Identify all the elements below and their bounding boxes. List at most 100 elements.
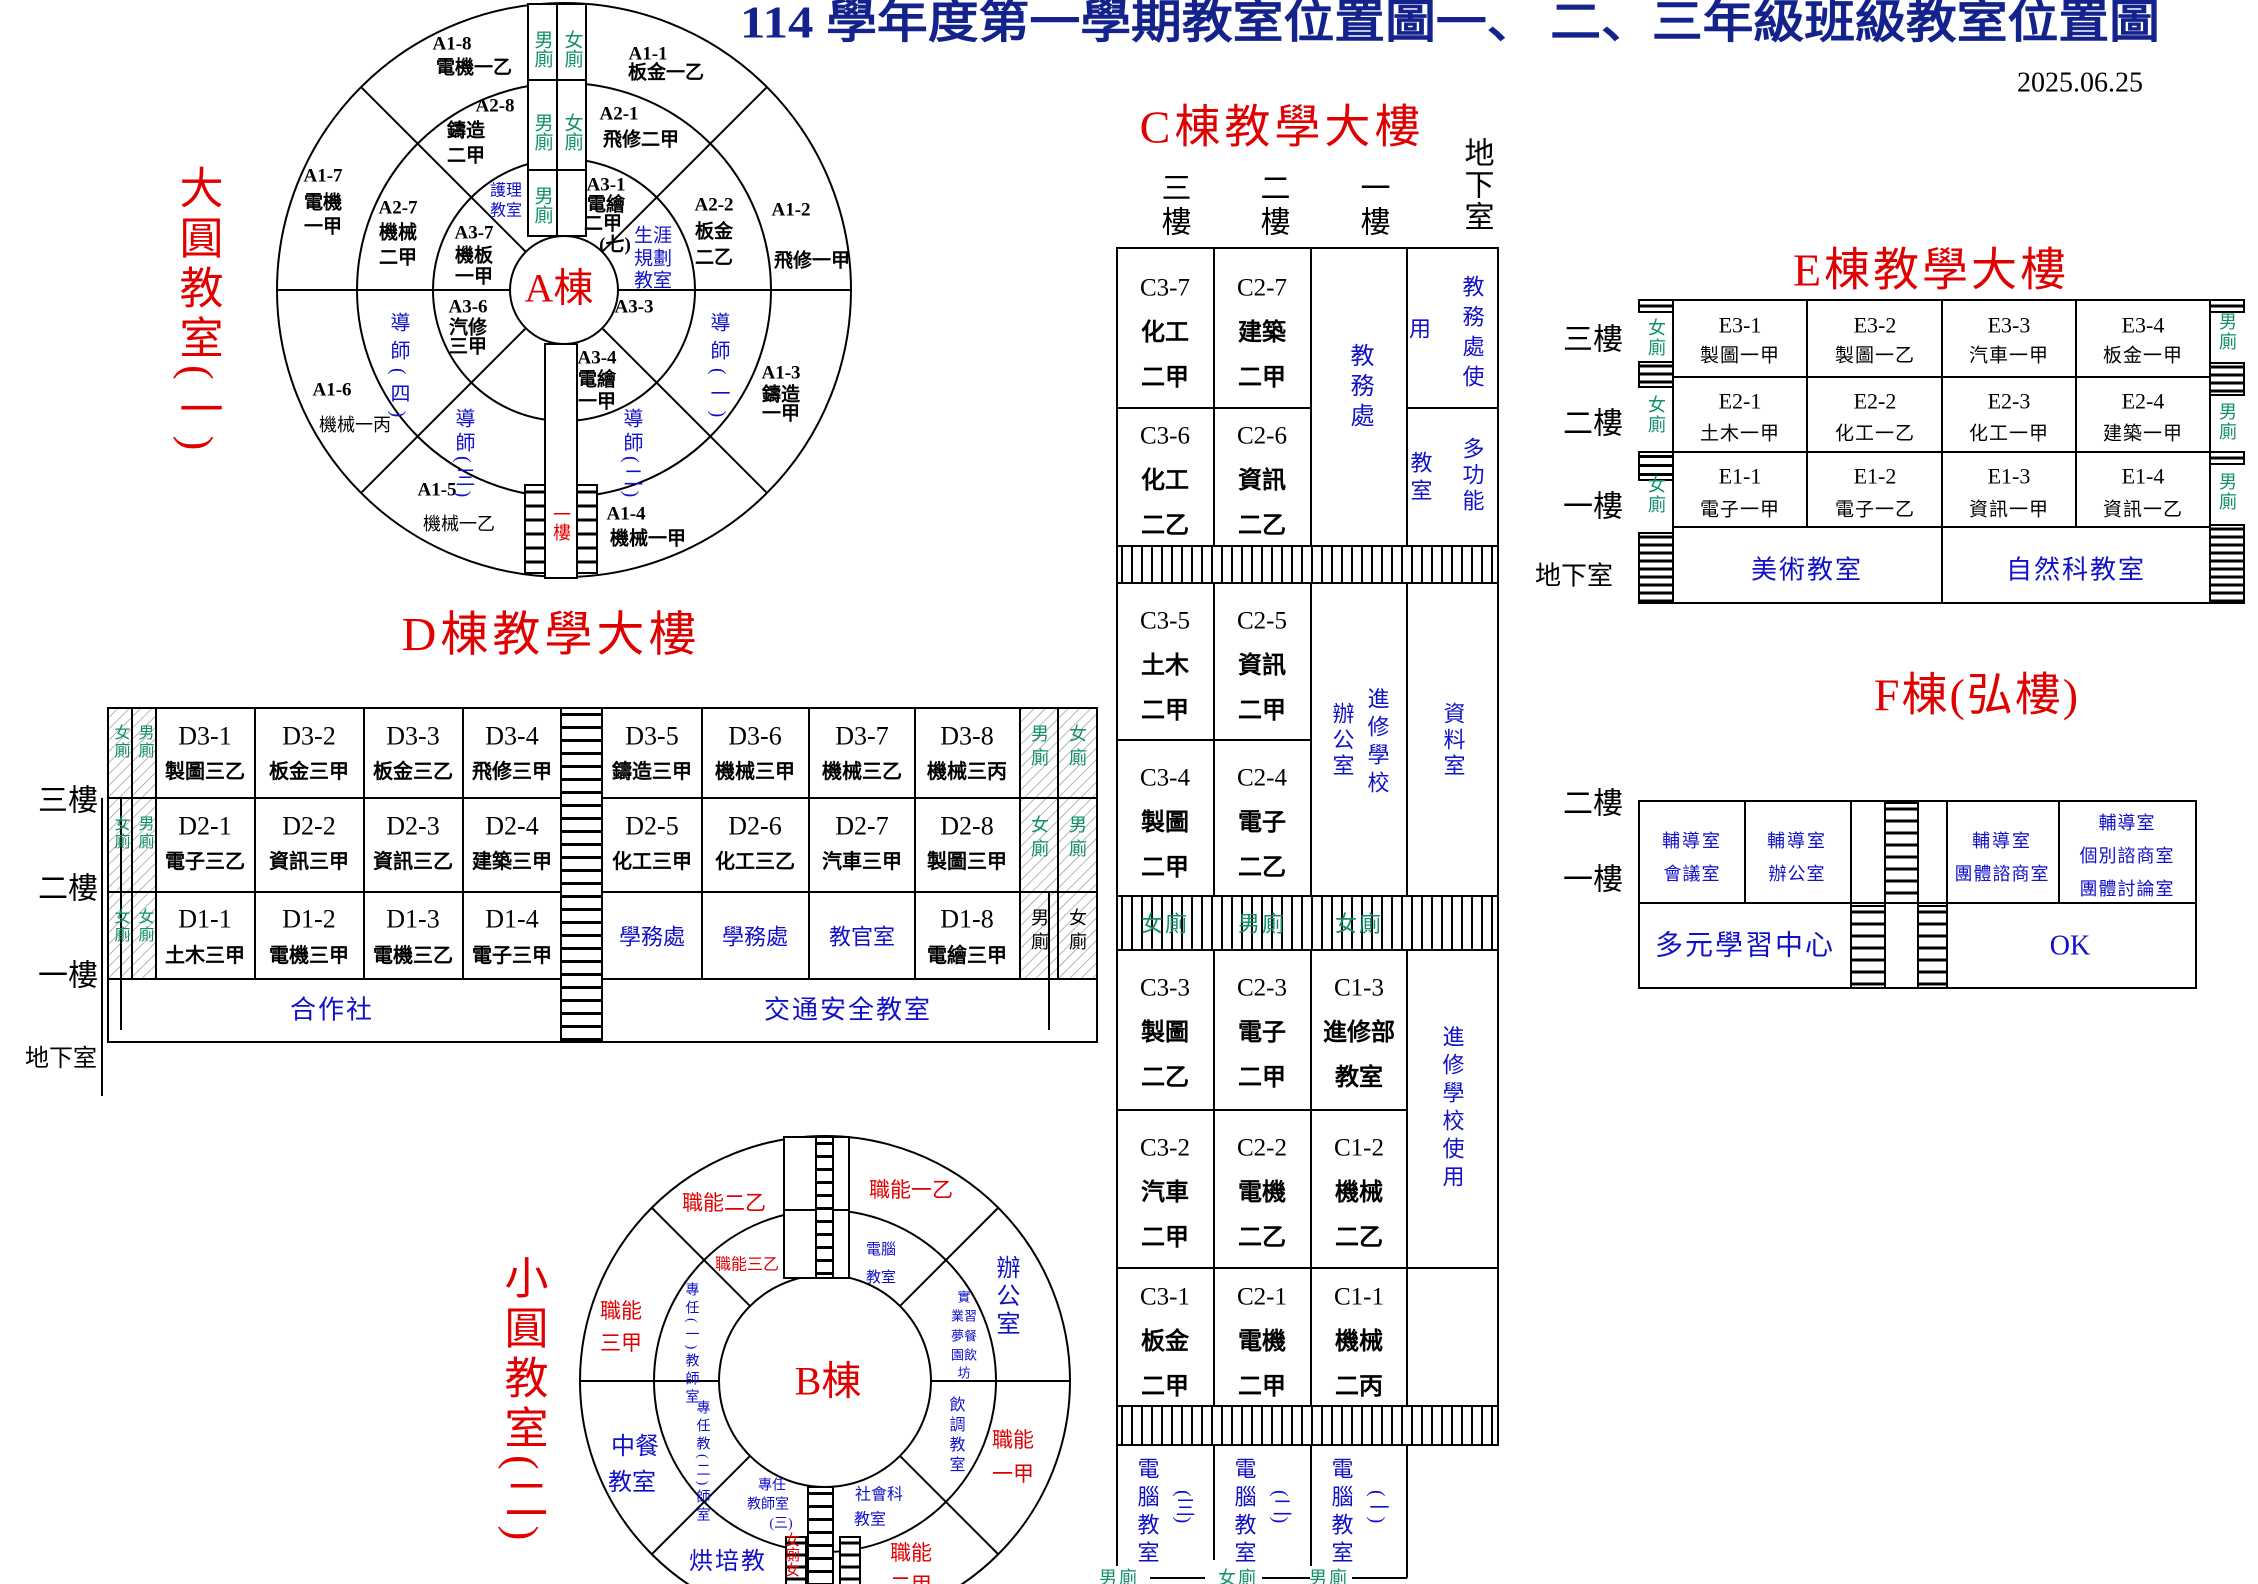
- b-admin-office: 辦公室: [992, 1255, 1020, 1339]
- b-practice-restaurant: 園飲: [951, 1348, 977, 1363]
- c-data-room: 資料室: [1441, 702, 1466, 780]
- c-floor-label: 二樓: [1256, 172, 1291, 240]
- a-room-code: A3-6: [448, 297, 487, 318]
- c-floor-label: 一樓: [1356, 172, 1391, 240]
- d-floor-label: 一樓: [38, 960, 98, 993]
- d-room-class: 板金三甲: [269, 759, 349, 783]
- f-floor-label: 一樓: [1563, 864, 1623, 897]
- c-room-code: C3-2: [1140, 1135, 1190, 1162]
- b-practice-restaurant: 坊: [957, 1366, 970, 1381]
- e-room-code: E3-4: [2122, 313, 2165, 338]
- f-counseling-room: 輔導室: [1662, 831, 1722, 851]
- f-counseling-room: 輔導室: [2099, 813, 2156, 833]
- d-restroom: 男廁: [136, 815, 155, 851]
- c-room-class: 二乙: [1238, 513, 1286, 539]
- d-room-class: 飛修三甲: [472, 759, 552, 783]
- a-restroom: 男廁: [532, 30, 554, 69]
- c-room-code: C2-6: [1237, 423, 1287, 450]
- e-room-code: E1-1: [1719, 464, 1762, 489]
- d-room-class: 製圖三甲: [927, 849, 1007, 873]
- c-room-code: C2-3: [1237, 975, 1287, 1002]
- a-career-room: 教室: [634, 270, 672, 292]
- wall-line: [601, 327, 768, 494]
- a-room-class: 機械一乙: [423, 514, 495, 534]
- a-room-class: 機械一甲: [610, 527, 686, 550]
- e-restroom: 男廁: [2217, 312, 2237, 352]
- c-room-class: 電機: [1238, 1179, 1286, 1206]
- a-building-name: A棟: [525, 266, 594, 311]
- d-room-code: D2-4: [485, 812, 538, 841]
- b-teacher-office-1: 專任(一)教師室: [684, 1282, 700, 1407]
- e-room-code: E2-3: [1988, 389, 2031, 414]
- e-room-class: 板金一甲: [2103, 345, 2183, 367]
- b-computer-room: 電腦: [866, 1241, 896, 1258]
- a-room-class: 二乙: [695, 248, 733, 269]
- d-room-class: 電子三乙: [165, 850, 245, 873]
- c-room-class: 二甲: [1238, 365, 1286, 391]
- e-room-class: 製圖一乙: [1835, 345, 1915, 367]
- f-counseling-room: 輔導室: [1972, 831, 2032, 851]
- c-computer-room: 電腦教室: [1135, 1457, 1160, 1569]
- e-room-class: 電子一乙: [1835, 500, 1915, 521]
- c-room-class: 二甲: [1141, 1225, 1189, 1251]
- a-room-code: A2-1: [599, 104, 638, 125]
- e-floor-label: 地下室: [1535, 562, 1613, 591]
- c-room-class: 資訊: [1238, 466, 1286, 494]
- a-room-class: 電繪: [587, 193, 626, 216]
- c-room-code: C3-5: [1140, 608, 1190, 635]
- e-art-room: 美術教室: [1751, 556, 1863, 585]
- b-social-room: 社會科: [855, 1486, 903, 1504]
- a-room-class: 二甲: [379, 248, 417, 269]
- c-room-code: C1-1: [1334, 1284, 1384, 1311]
- c-room-class: 電子: [1238, 810, 1286, 836]
- d-room-class: 板金三乙: [373, 759, 453, 783]
- c-room-code: C3-7: [1140, 275, 1190, 302]
- c-room-code: C1-3: [1334, 975, 1384, 1002]
- b-practice-restaurant: 實: [957, 1290, 970, 1305]
- d-room-class: 機械三乙: [822, 760, 902, 783]
- c-room-class: 二甲: [1141, 1374, 1189, 1400]
- c-room-class: 二乙: [1141, 1065, 1189, 1091]
- e-room-class: 汽車一甲: [1969, 345, 2049, 367]
- d-floor-label: 地下室: [25, 1045, 97, 1072]
- d-room-class: 汽車三甲: [822, 849, 902, 873]
- a-room-class: 機械一丙: [319, 415, 391, 435]
- f-counseling-room: 辦公室: [1769, 864, 1826, 884]
- b-room-func-2a: 職能: [890, 1541, 932, 1565]
- c-room-code: C2-7: [1237, 275, 1287, 302]
- c-floor-label: 地下室: [1460, 137, 1495, 233]
- e-restroom: 男廁: [2217, 472, 2237, 512]
- f-counseling-room: 個別諮商室: [2080, 846, 2175, 866]
- c-room-code: C2-2: [1237, 1135, 1287, 1162]
- b-building-name: B棟: [795, 1359, 862, 1404]
- c-restroom: 男廁: [1238, 912, 1286, 937]
- f-counseling-room: 團體討論室: [2080, 879, 2175, 899]
- b-side-label: 小圓教室(二): [498, 1255, 548, 1546]
- d-room-class: 化工三甲: [612, 849, 692, 873]
- c-evening-school-office: 辦公室: [1330, 702, 1355, 780]
- c-multipurpose-room: 教室: [1408, 451, 1433, 507]
- c-room-class: 二甲: [1141, 698, 1189, 724]
- d-restroom: 女廁: [112, 814, 131, 851]
- d-restroom: 女廁: [112, 907, 131, 944]
- d-room-class: 土木三甲: [165, 943, 245, 967]
- wall-line: [899, 1455, 999, 1555]
- a-room-class: 一甲: [304, 217, 342, 238]
- c-room-code: C3-6: [1140, 423, 1190, 450]
- d-room-class: 資訊三乙: [373, 849, 453, 873]
- d-room-class: 電機三甲: [269, 944, 349, 967]
- a-core: [509, 235, 619, 345]
- a-room-class: 機板: [455, 244, 494, 267]
- a-room-class: 板金: [695, 220, 734, 243]
- d-room-code: D3-7: [835, 722, 888, 751]
- e-room-class: 建築一甲: [2103, 423, 2183, 445]
- d-office: 教官室: [829, 925, 895, 950]
- d-room-code: D2-8: [940, 812, 993, 841]
- e-room-code: E2-1: [1719, 389, 1762, 414]
- e-room-class: 土木一甲: [1700, 423, 1780, 445]
- c-academic-use: 教務處使: [1460, 275, 1485, 395]
- wall-line: [651, 1455, 751, 1555]
- b-teacher-office-2: 專任教(二)師室: [695, 1400, 711, 1525]
- d-restroom: 男廁: [1029, 908, 1049, 956]
